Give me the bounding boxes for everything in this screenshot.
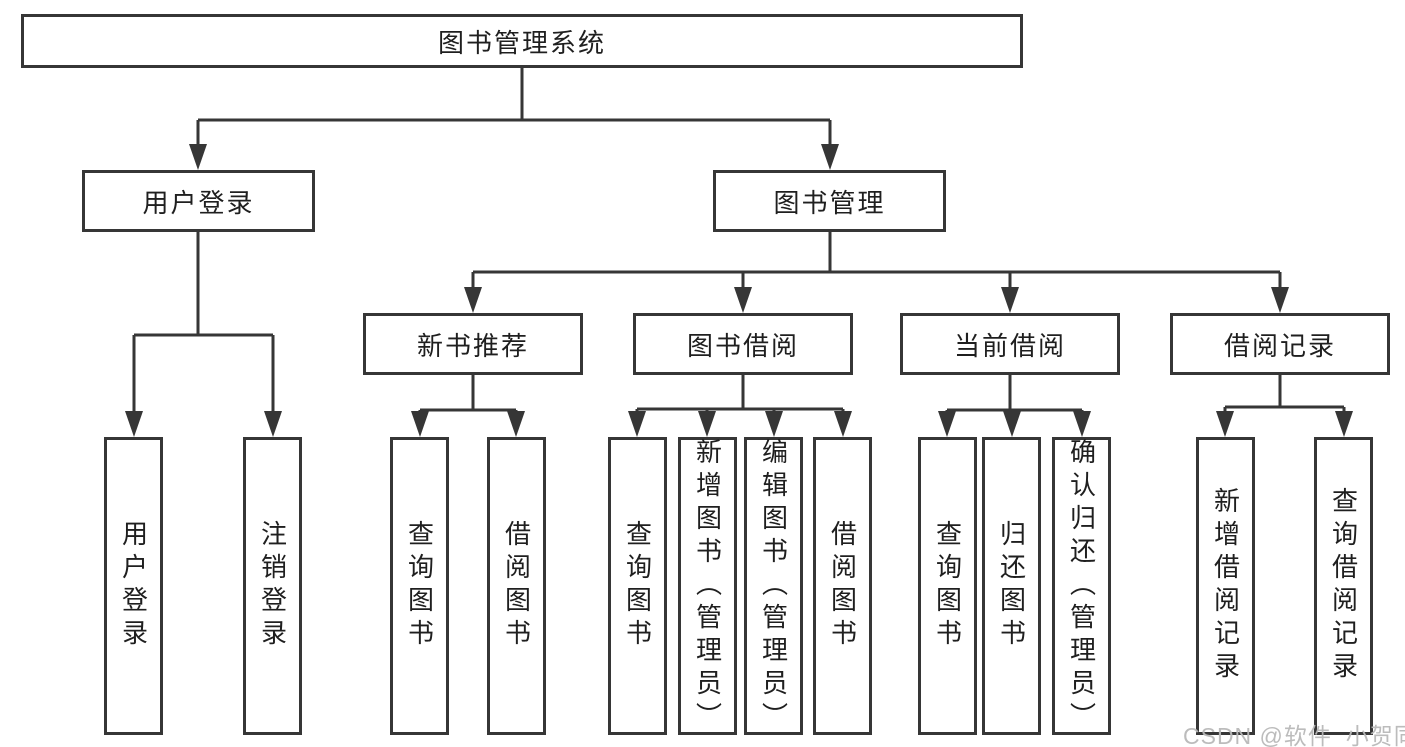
node-label: 确认归还（管理员） — [1066, 437, 1097, 735]
node-label: 新书推荐 — [416, 330, 529, 361]
node-root-system: 图书管理系统 — [21, 14, 1023, 68]
node-label: 当前借阅 — [953, 330, 1066, 361]
node-label: 注销登录 — [257, 520, 288, 652]
node-user-login: 用户登录 — [82, 170, 315, 232]
node-label: 新增图书（管理员） — [692, 437, 723, 735]
node-label: 图书管理系统 — [437, 27, 606, 58]
leaf-query-borrow-record: 查询借阅记录 — [1314, 437, 1373, 735]
leaf-add-book-admin: 新增图书（管理员） — [678, 437, 737, 735]
node-borrow-records: 借阅记录 — [1170, 313, 1390, 375]
leaf-user-login: 用户登录 — [104, 437, 163, 735]
node-label: 查询图书 — [932, 520, 963, 652]
node-book-management: 图书管理 — [713, 170, 946, 232]
node-current-borrow: 当前借阅 — [900, 313, 1120, 375]
leaf-query-books-borrow: 查询图书 — [608, 437, 667, 735]
node-new-book-recommend: 新书推荐 — [363, 313, 583, 375]
leaf-confirm-return-admin: 确认归还（管理员） — [1052, 437, 1111, 735]
node-label: 新增借阅记录 — [1210, 487, 1241, 685]
node-label: 用户登录 — [118, 520, 149, 652]
leaf-borrow-books-recommend: 借阅图书 — [487, 437, 546, 735]
leaf-edit-book-admin: 编辑图书（管理员） — [744, 437, 803, 735]
node-label: 查询图书 — [622, 520, 653, 652]
node-book-borrow: 图书借阅 — [633, 313, 853, 375]
node-label: 图书借阅 — [686, 330, 799, 361]
leaf-logout-login: 注销登录 — [243, 437, 302, 735]
leaf-borrow-books: 借阅图书 — [813, 437, 872, 735]
node-label: 查询图书 — [404, 520, 435, 652]
node-label: 查询借阅记录 — [1328, 487, 1359, 685]
node-label: 借阅记录 — [1223, 330, 1336, 361]
node-label: 借阅图书 — [827, 520, 858, 652]
leaf-return-books: 归还图书 — [982, 437, 1041, 735]
node-label: 借阅图书 — [501, 520, 532, 652]
csdn-watermark: CSDN @软件_小贺同学 — [1183, 723, 1405, 747]
leaf-query-books-recommend: 查询图书 — [390, 437, 449, 735]
node-label: 图书管理 — [773, 187, 886, 218]
node-label: 归还图书 — [996, 520, 1027, 652]
node-label: 编辑图书（管理员） — [758, 437, 789, 735]
leaf-query-books-current: 查询图书 — [918, 437, 977, 735]
leaf-add-borrow-record: 新增借阅记录 — [1196, 437, 1255, 735]
node-label: 用户登录 — [142, 187, 255, 218]
